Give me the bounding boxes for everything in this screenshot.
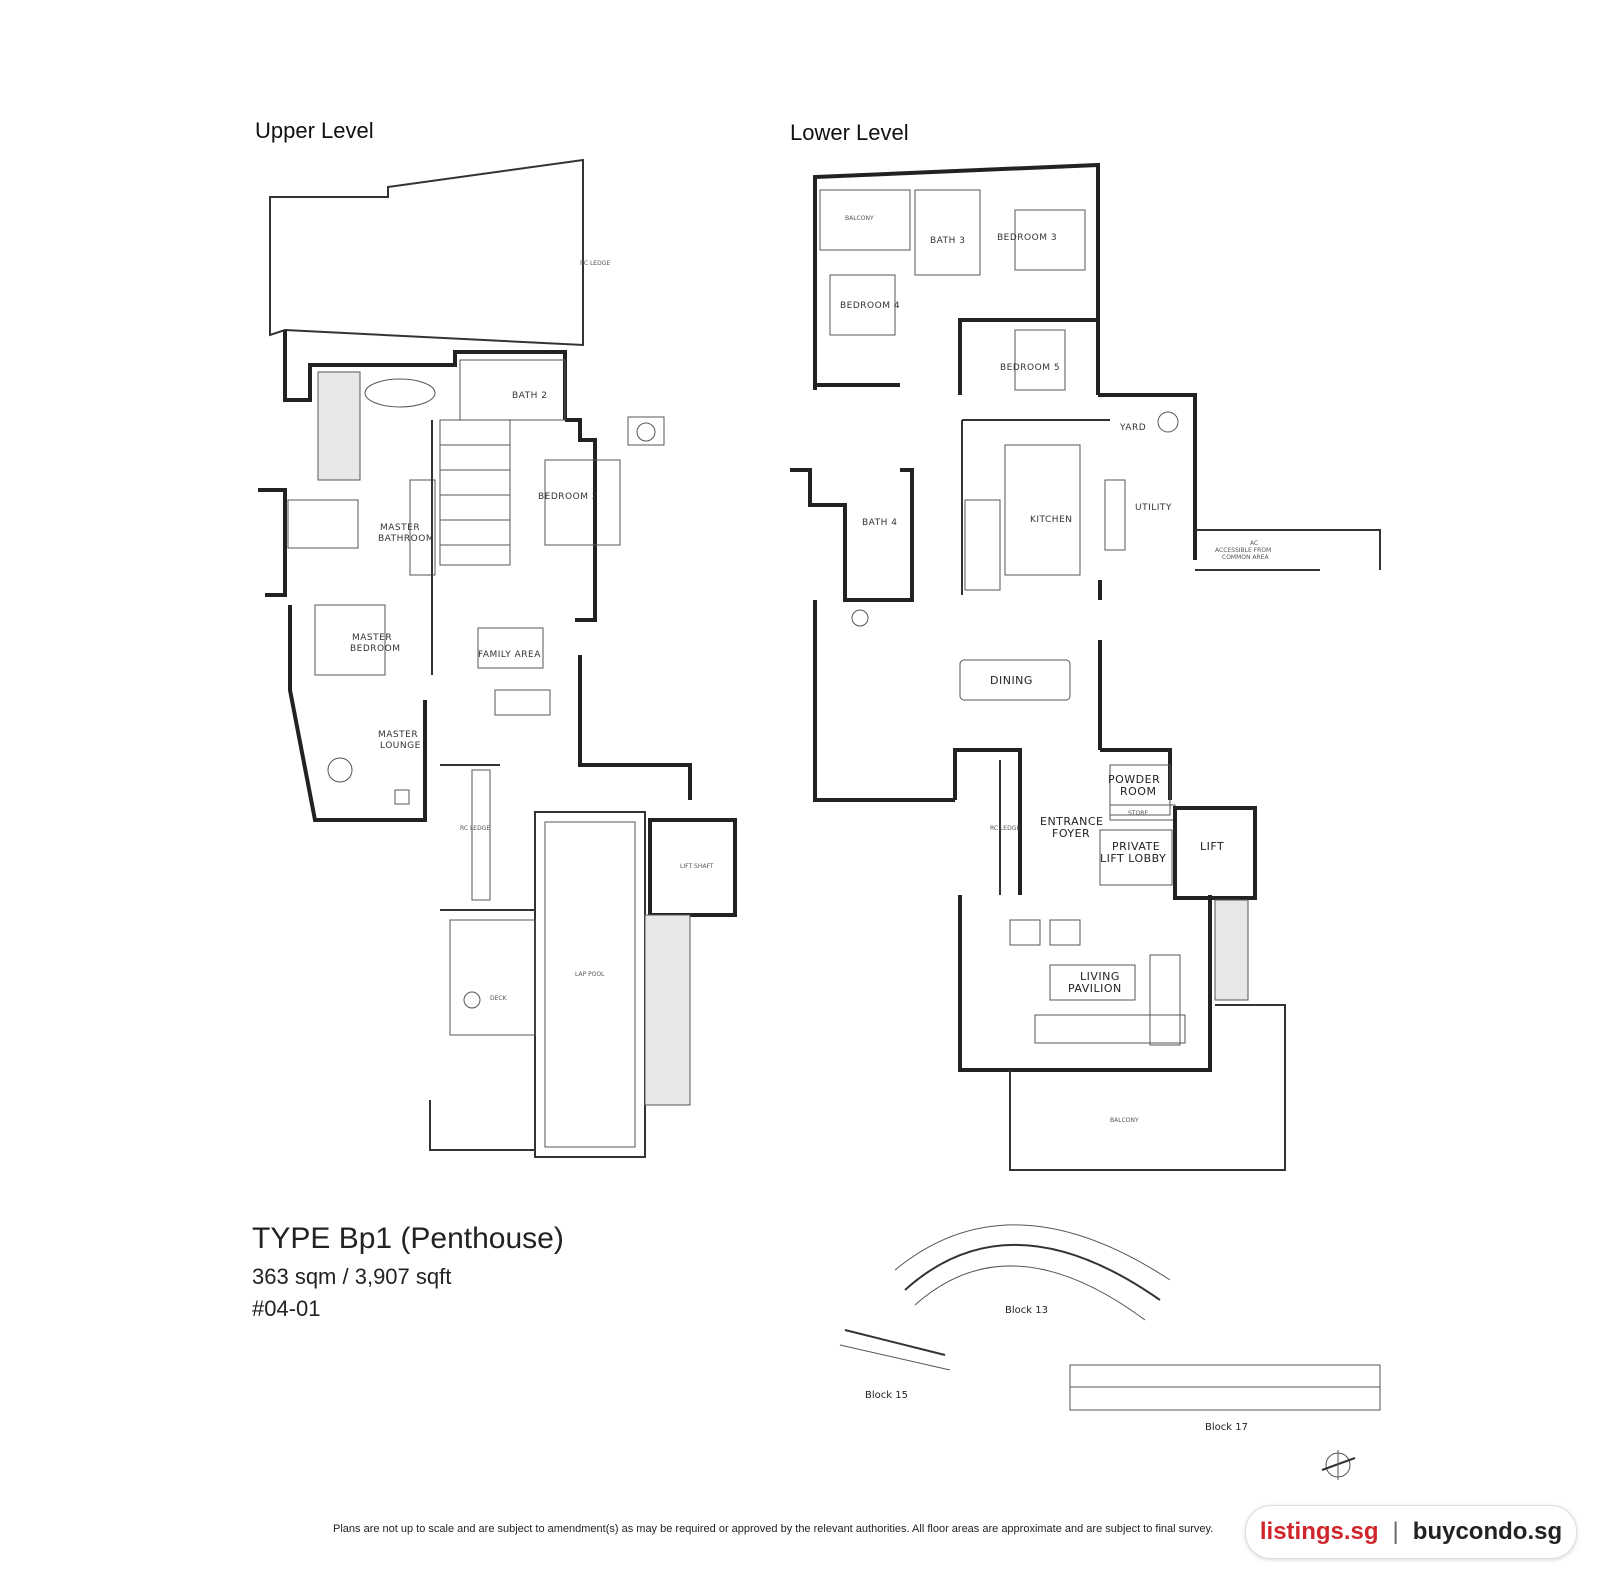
upper-ac-ledge-label: RC LEDGE bbox=[580, 260, 610, 267]
lap-pool-label: LAP POOL bbox=[575, 971, 605, 978]
deck-label: DECK bbox=[490, 995, 508, 1002]
upper-column bbox=[627, 416, 665, 446]
upper-lift-shaft bbox=[648, 818, 737, 917]
balcony-label: BALCONY bbox=[1110, 1117, 1139, 1124]
brand-listings-link[interactable]: listings.sg bbox=[1259, 1518, 1379, 1545]
bath2-label: BATH 2 bbox=[512, 391, 547, 401]
lower-level-plan: BALCONY BATH 3 BEDROOM 3 BEDROOM 4 BEDRO… bbox=[790, 162, 1381, 1171]
rc-ledge-label: RC LEDGE bbox=[990, 825, 1020, 832]
unit-area: 363 sqm / 3,907 sqft bbox=[252, 1264, 452, 1289]
bedroom4-label: BEDROOM 4 bbox=[840, 301, 900, 311]
bedroom2-label: BEDROOM 2 bbox=[538, 492, 598, 502]
disclaimer-text: Plans are not up to scale and are subjec… bbox=[333, 1523, 1214, 1535]
unit-type-title: TYPE Bp1 (Penthouse) bbox=[252, 1222, 564, 1255]
upper-planter-2 bbox=[644, 914, 691, 1106]
block17-label: Block 17 bbox=[1205, 1422, 1248, 1433]
lap-pool bbox=[534, 811, 646, 1158]
kitchen-label: KITCHEN bbox=[1030, 515, 1073, 525]
store-label: STORE bbox=[1128, 810, 1148, 817]
block15-label: Block 15 bbox=[865, 1390, 908, 1401]
yard-label: YARD bbox=[1119, 423, 1146, 433]
balcony-top-label: BALCONY bbox=[845, 215, 874, 222]
bedroom5-label: BEDROOM 5 bbox=[1000, 363, 1060, 373]
utility-label: UTILITY bbox=[1135, 503, 1172, 513]
bathtub bbox=[364, 378, 436, 408]
lift-label: LIFT bbox=[1200, 840, 1224, 853]
bath4-label: BATH 4 bbox=[862, 518, 897, 528]
site-plan: Block 13 Block 15 Block 17 bbox=[839, 1224, 1381, 1480]
bedroom3-label: BEDROOM 3 bbox=[997, 233, 1057, 243]
upper-ledge-label: RC LEDGE bbox=[460, 825, 490, 832]
lift bbox=[1173, 806, 1257, 900]
upper-ac-ledge bbox=[269, 158, 584, 347]
upper-wall-left bbox=[258, 488, 287, 597]
brand-buycondo-link[interactable]: buycondo.sg bbox=[1412, 1518, 1563, 1545]
block13-label: Block 13 bbox=[1005, 1305, 1048, 1316]
lower-wall-top bbox=[813, 162, 1100, 395]
upper-planter bbox=[317, 371, 361, 481]
lower-level-title: Lower Level bbox=[790, 120, 909, 145]
unit-info: TYPE Bp1 (Penthouse) 363 sqm / 3,907 sqf… bbox=[252, 1222, 564, 1322]
brand-badge[interactable]: listings.sg | buycondo.sg bbox=[1245, 1505, 1577, 1559]
brand-separator: | bbox=[1392, 1518, 1399, 1545]
family-area-label: FAMILY AREA bbox=[478, 650, 541, 660]
bath3-label: BATH 3 bbox=[930, 236, 965, 246]
upper-stairs bbox=[439, 419, 511, 566]
dining-label: DINING bbox=[990, 674, 1033, 687]
upper-wall-br2 bbox=[565, 418, 597, 622]
upper-level-title: Upper Level bbox=[255, 118, 374, 143]
lift-shaft-label: LIFT SHAFT bbox=[680, 863, 714, 870]
upper-wall-top bbox=[283, 330, 567, 420]
unit-number: #04-01 bbox=[252, 1296, 321, 1321]
north-arrow-icon bbox=[1321, 1450, 1356, 1480]
